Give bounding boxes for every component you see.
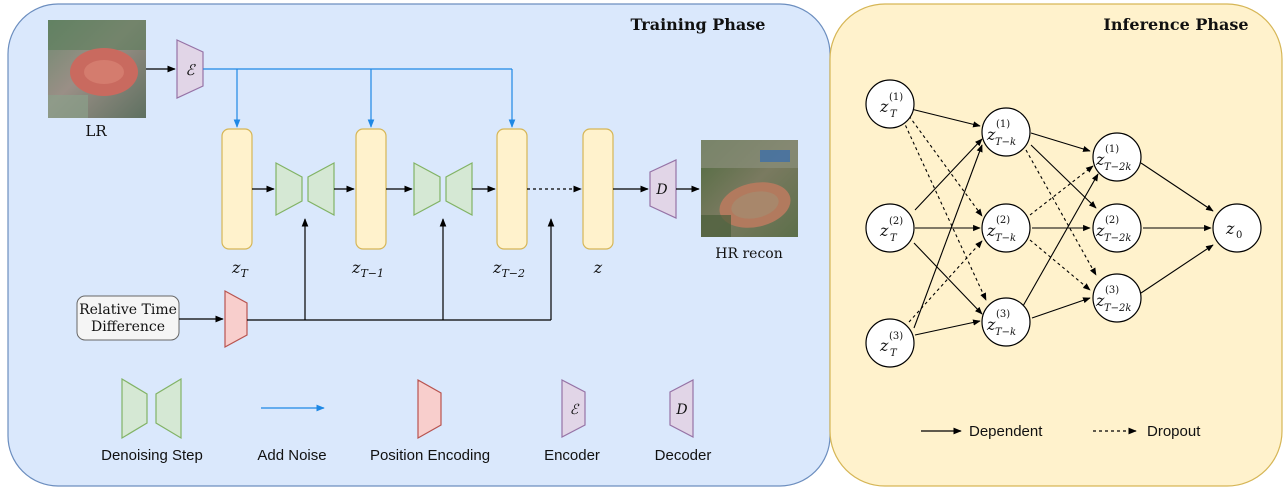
node-z0: z 0 [1212, 203, 1262, 253]
svg-text:T−2k: T−2k [1104, 303, 1131, 314]
decoder-symbol: D [655, 182, 667, 198]
node-zTk-3: z (3) T−k [981, 297, 1031, 347]
node-zT2k-1: z (1) T−2k [1092, 132, 1142, 182]
training-panel: Training Phase LR ℰ zT zT−1 zT− [7, 3, 831, 487]
lr-label: LR [85, 122, 107, 140]
legend-position-encoding-icon [417, 378, 442, 440]
hr-image [701, 140, 798, 237]
latent-label-zT-1: zT−1 [351, 258, 384, 280]
node-zTk-2: z (2) T−k [981, 203, 1031, 253]
node-zT2k-2: z (2) T−2k [1092, 203, 1142, 253]
inference-panel-title: Inference Phase [1103, 15, 1248, 34]
legend-add-noise-label: Add Noise [257, 447, 326, 464]
svg-text:z: z [1095, 150, 1105, 169]
legend-encoder-symbol: ℰ [570, 402, 580, 418]
svg-text:(1): (1) [889, 92, 903, 103]
svg-text:0: 0 [1236, 230, 1242, 241]
svg-text:T: T [890, 109, 898, 120]
svg-text:T: T [890, 233, 898, 244]
legend-denoising-icon [121, 377, 182, 440]
denoising-block-1 [275, 161, 335, 217]
encoder-symbol: ℰ [185, 61, 196, 79]
svg-text:T−2k: T−2k [1104, 162, 1131, 173]
inference-panel-bg [829, 3, 1283, 487]
legend-position-encoding-label: Position Encoding [370, 447, 490, 464]
legend-encoder-icon [561, 379, 586, 438]
time-box-line1: Relative Time [79, 302, 177, 318]
svg-text:z: z [879, 221, 889, 240]
svg-text:z: z [1095, 291, 1105, 310]
legend-decoder-symbol: D [675, 402, 687, 418]
svg-text:(3): (3) [889, 331, 903, 342]
node-zT-3: z (3) T [865, 318, 915, 368]
latent-block-zT-2 [496, 128, 528, 250]
svg-text:(3): (3) [996, 309, 1010, 320]
time-conditioning-lines [247, 218, 555, 321]
svg-text:z: z [879, 336, 889, 355]
hr-label: HR recon [715, 246, 782, 262]
svg-text:z: z [879, 97, 889, 116]
latent-block-zT-1 [355, 128, 387, 250]
node-zT-2: z (2) T [865, 203, 915, 253]
svg-text:T−2k: T−2k [1104, 233, 1131, 244]
decoder-block [649, 159, 677, 219]
legend-decoder-label: Decoder [655, 447, 712, 464]
svg-text:T−k: T−k [995, 137, 1016, 148]
svg-text:T−k: T−k [995, 327, 1016, 338]
svg-text:z: z [986, 221, 996, 240]
time-box-line2: Difference [91, 319, 165, 335]
svg-text:z: z [986, 125, 996, 144]
add-noise-lines [203, 68, 516, 128]
inference-panel: Inference Phase [829, 3, 1283, 487]
encoder-block [176, 39, 204, 99]
svg-text:(1): (1) [996, 119, 1010, 130]
legend-denoising-label: Denoising Step [101, 447, 203, 464]
svg-text:(2): (2) [889, 216, 903, 227]
legend-dropout-label: Dropout [1147, 423, 1201, 440]
latent-block-zT [221, 128, 253, 250]
denoising-block-2 [413, 161, 473, 217]
svg-text:(3): (3) [1105, 285, 1119, 296]
legend-dependent-label: Dependent [969, 423, 1043, 440]
svg-text:z: z [986, 315, 996, 334]
position-encoding-block [224, 289, 248, 349]
latent-block-z [582, 128, 614, 250]
svg-text:T: T [890, 348, 898, 359]
svg-text:(1): (1) [1105, 144, 1119, 155]
node-zTk-1: z (1) T−k [981, 107, 1031, 157]
inference-edges [902, 108, 1214, 336]
svg-text:z: z [1095, 221, 1105, 240]
svg-text:z: z [1225, 219, 1235, 238]
latent-label-z: z [593, 258, 603, 277]
node-zT-1: z (1) T [865, 79, 915, 129]
latent-label-zT: zT [231, 258, 249, 280]
legend-decoder-icon [669, 379, 694, 438]
time-difference-box [76, 295, 180, 341]
svg-text:(2): (2) [1105, 215, 1119, 226]
node-zT2k-3: z (3) T−2k [1092, 273, 1142, 323]
lr-image [48, 20, 146, 118]
training-panel-title: Training Phase [631, 15, 766, 34]
latent-label-zT-2: zT−2 [492, 258, 525, 280]
svg-text:(2): (2) [996, 215, 1010, 226]
legend-encoder-label: Encoder [544, 447, 600, 464]
svg-text:T−k: T−k [995, 233, 1016, 244]
